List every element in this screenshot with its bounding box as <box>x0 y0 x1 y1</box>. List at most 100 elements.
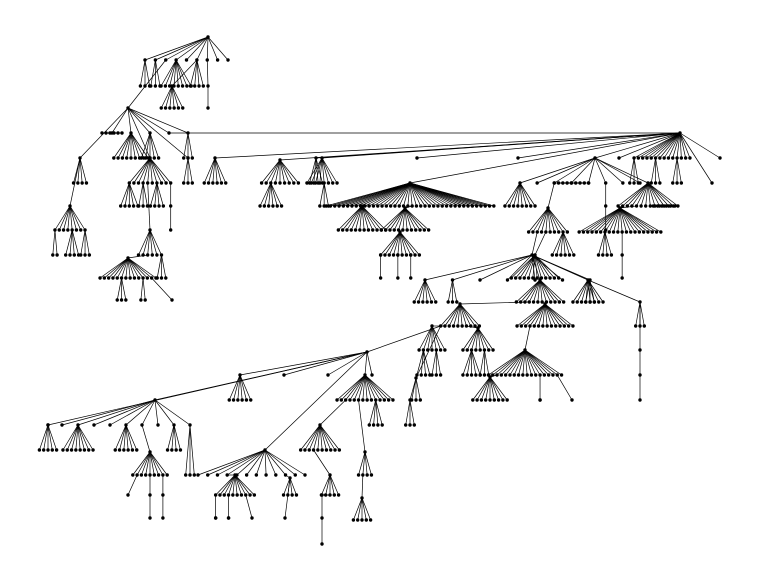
tree-node-324 <box>544 276 548 280</box>
tree-edge-501 <box>544 303 565 327</box>
tree-node-572 <box>356 398 361 402</box>
tree-node-474 <box>461 348 465 352</box>
tree-edge-586 <box>125 399 156 426</box>
tree-edge-86 <box>138 182 144 207</box>
tree-node-297 <box>561 181 565 185</box>
tree-edge-514 <box>524 349 528 376</box>
tree-node-49 <box>112 156 116 160</box>
tree-edge-662 <box>234 474 238 496</box>
tree-node-629 <box>161 493 165 497</box>
tree-edge-612 <box>173 424 177 451</box>
tree-edge-339 <box>631 182 649 207</box>
tree-edge-500 <box>544 303 561 327</box>
tree-edge-173 <box>279 159 295 184</box>
tree-node-262 <box>391 253 396 257</box>
tree-edge-646 <box>217 449 266 476</box>
tree-edge-106 <box>69 205 82 231</box>
tree-node-219 <box>440 204 444 208</box>
tree-node-275 <box>318 204 322 208</box>
tree-node-573 <box>361 398 365 402</box>
tree-node-357 <box>598 230 603 234</box>
tree-edge-158 <box>214 157 218 184</box>
tree-edge-505 <box>488 349 526 376</box>
tree-edge-27 <box>171 59 198 87</box>
tree-edge-687 <box>358 399 366 453</box>
tree-node-235 <box>345 228 349 232</box>
tree-edge-172 <box>279 159 290 184</box>
tree-node-80 <box>164 181 168 185</box>
tree-node-175 <box>296 181 301 185</box>
tree-edge-512 <box>518 349 526 376</box>
tree-node-54 <box>133 156 137 160</box>
tree-node-44 <box>104 131 108 135</box>
tree-node-182 <box>320 156 324 160</box>
tree-node-571 <box>352 398 356 402</box>
tree-node-429 <box>527 300 531 304</box>
tree-node-11 <box>143 84 147 88</box>
tree-node-702 <box>376 423 380 427</box>
tree-node-378 <box>651 204 656 208</box>
tree-node-186 <box>318 181 322 185</box>
tree-edge-82 <box>124 182 130 207</box>
tree-node-212 <box>410 204 414 208</box>
tree-node-13 <box>149 84 153 88</box>
tree-node-419 <box>425 300 429 304</box>
tree-node-41 <box>167 131 171 135</box>
tree-edge-282 <box>588 157 596 184</box>
tree-node-246 <box>379 228 384 232</box>
tree-node-639 <box>316 448 320 452</box>
tree-node-604 <box>87 448 91 452</box>
tree-node-685 <box>336 493 341 497</box>
tree-edge-615 <box>132 451 151 476</box>
tree-edge-689 <box>362 451 366 476</box>
tree-node-47 <box>116 131 120 135</box>
tree-node-63 <box>182 156 186 160</box>
tree-node-390 <box>658 156 662 160</box>
tree-node-440 <box>575 300 579 304</box>
tree-node-18 <box>167 84 172 88</box>
tree-edge-76 <box>149 157 153 184</box>
tree-edge-661 <box>232 474 236 496</box>
tree-edge-550 <box>409 377 417 401</box>
tree-edge-603 <box>77 424 94 451</box>
tree-node-696 <box>356 518 360 522</box>
tree-node-399 <box>632 181 636 185</box>
tree-node-222 <box>453 204 457 208</box>
tree-edge-14 <box>155 59 161 87</box>
tree-node-679 <box>283 516 287 520</box>
tree-node-125 <box>126 256 130 260</box>
tree-node-410 <box>450 278 455 282</box>
tree-node-292 <box>524 204 529 208</box>
tree-node-267 <box>413 253 417 257</box>
tree-node-377 <box>620 276 624 280</box>
tree-edge-480 <box>477 327 494 351</box>
tree-edge-600 <box>77 424 81 451</box>
tree-node-430 <box>531 300 536 304</box>
tree-node-73 <box>132 181 136 185</box>
tree-node-302 <box>582 181 587 185</box>
tree-node-168 <box>264 181 268 185</box>
tree-edge-601 <box>77 424 85 451</box>
tree-edge-420 <box>424 279 437 303</box>
tree-edge-566 <box>336 374 366 401</box>
tree-node-272 <box>396 276 400 280</box>
tree-node-624 <box>161 473 165 477</box>
tree-edge-642 <box>319 424 340 451</box>
tree-node-234 <box>340 228 345 232</box>
tree-node-501 <box>558 324 562 328</box>
tree-edge-641 <box>319 424 336 451</box>
tree-edge-395 <box>679 132 686 159</box>
tree-edge-216 <box>409 182 434 207</box>
tree-node-206 <box>384 204 389 208</box>
tree-node-551 <box>408 398 412 402</box>
tree-node-436 <box>557 300 562 304</box>
tree-edge-292 <box>519 182 532 207</box>
tree-edge-622 <box>149 451 164 476</box>
tree-node-645 <box>263 448 267 452</box>
tree-node-568 <box>339 398 344 402</box>
tree-edge-283 <box>594 157 607 184</box>
tree-node-232 <box>360 204 364 208</box>
tree-edge-486 <box>479 349 485 376</box>
tree-edge-506 <box>492 349 526 376</box>
tree-node-459 <box>417 348 421 352</box>
